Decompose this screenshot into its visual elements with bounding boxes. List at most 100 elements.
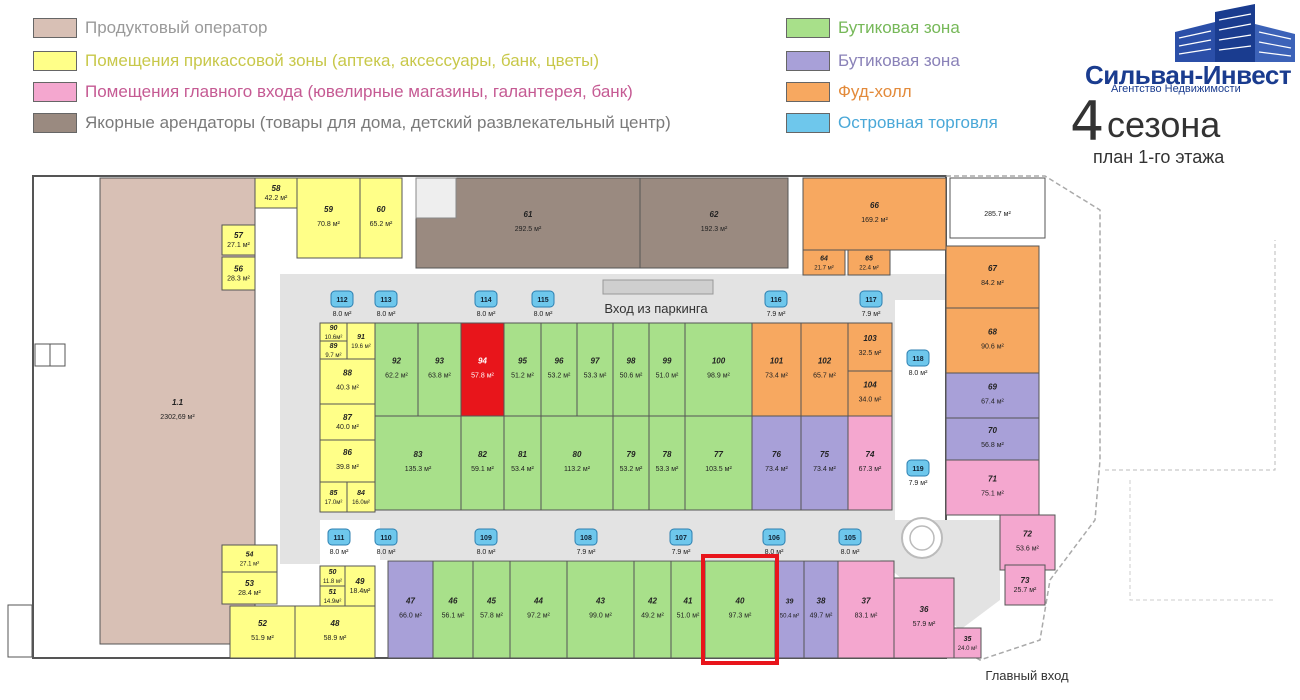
unit-shape xyxy=(945,417,1040,461)
brand-subtitle: Агентство Недвижимости xyxy=(1111,83,1241,95)
unit-area: 49.2 м² xyxy=(641,613,664,620)
unit-area: 73.4 м² xyxy=(765,373,788,380)
legend-swatch xyxy=(786,18,830,38)
unit-89[interactable]: 899.7 м² xyxy=(319,340,348,360)
unit-number: 42 xyxy=(647,597,657,606)
unit-number: 77 xyxy=(714,450,723,459)
unit-shape xyxy=(319,358,376,405)
unit-area: 10.6м² xyxy=(325,335,343,341)
unit-42[interactable]: 42 49.2 м² xyxy=(633,560,672,659)
unit-shape xyxy=(229,605,296,659)
unit-terrace[interactable]: 285.7 м² xyxy=(949,177,1046,239)
unit-shape xyxy=(612,415,650,511)
island-shape xyxy=(859,290,883,308)
legend-label: Фуд-холл xyxy=(838,82,912,101)
unit-area: 58.9 м² xyxy=(324,635,347,642)
unit-shape xyxy=(949,177,1046,239)
unit-number: 103 xyxy=(863,334,877,343)
island-shape xyxy=(531,290,555,308)
